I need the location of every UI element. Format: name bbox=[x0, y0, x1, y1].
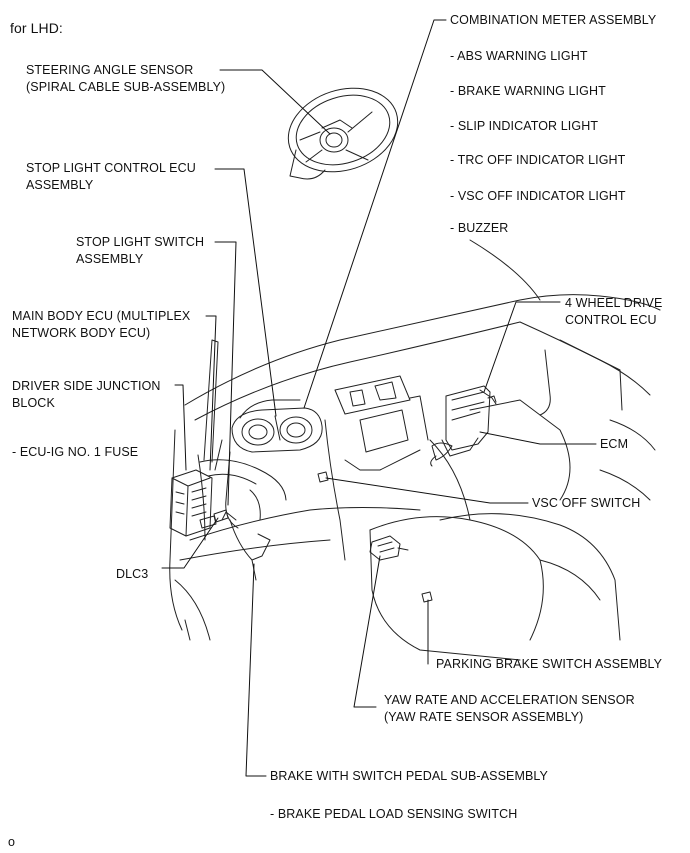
brake-pedal-drawing bbox=[221, 511, 271, 581]
vsc-switch-drawing bbox=[317, 471, 329, 483]
parking-brake-switch-label: PARKING BRAKE SWITCH ASSEMBLY bbox=[436, 657, 663, 671]
ecm-label: ECM bbox=[600, 437, 629, 451]
combination-meter-item-brake: - BRAKE WARNING LIGHT bbox=[450, 84, 606, 98]
yaw-rate-sensor-label: YAW RATE AND ACCELERATION SENSOR (YAW RA… bbox=[384, 692, 635, 726]
driver-side-junction-block-line-1: DRIVER SIDE JUNCTION bbox=[12, 379, 161, 393]
driver-side-junction-block-line-2: BLOCK bbox=[12, 396, 55, 410]
header-label: for LHD: bbox=[10, 20, 63, 36]
center-console-drawing bbox=[369, 513, 621, 661]
driver-side-junction-block-label: DRIVER SIDE JUNCTION BLOCK bbox=[12, 378, 161, 412]
combination-meter-label: COMBINATION METER ASSEMBLY bbox=[450, 13, 657, 27]
steering-angle-sensor-label: STEERING ANGLE SENSOR (SPIRAL CABLE SUB-… bbox=[26, 62, 225, 96]
yaw-rate-sensor-drawing bbox=[369, 535, 409, 561]
four-wd-control-ecu-line-1: 4 WHEEL DRIVE bbox=[565, 296, 663, 310]
brake-pedal-label: BRAKE WITH SWITCH PEDAL SUB-ASSEMBLY bbox=[270, 769, 548, 783]
combination-meter-drawing bbox=[231, 399, 323, 453]
stop-light-control-ecu-line-1: STOP LIGHT CONTROL ECU bbox=[26, 161, 196, 175]
combination-meter-item-trc: - TRC OFF INDICATOR LIGHT bbox=[450, 153, 626, 167]
main-body-ecu-label: MAIN BODY ECU (MULTIPLEX NETWORK BODY EC… bbox=[12, 308, 190, 342]
parking-brake-switch-drawing bbox=[421, 591, 433, 603]
stop-light-control-ecu-line-2: ASSEMBLY bbox=[26, 178, 94, 192]
dlc3-label: DLC3 bbox=[116, 567, 149, 581]
main-body-ecu-line-2: NETWORK BODY ECU) bbox=[12, 326, 151, 340]
yaw-rate-sensor-line-2: (YAW RATE SENSOR ASSEMBLY) bbox=[384, 710, 584, 724]
combination-meter-item-buzzer: - BUZZER bbox=[450, 221, 509, 235]
dlc3-drawing bbox=[213, 509, 229, 523]
yaw-rate-sensor-line-1: YAW RATE AND ACCELERATION SENSOR bbox=[384, 693, 635, 707]
brake-pedal-item-label: - BRAKE PEDAL LOAD SENSING SWITCH bbox=[270, 807, 518, 821]
combination-meter-item-vsc: - VSC OFF INDICATOR LIGHT bbox=[450, 189, 626, 203]
four-wd-control-ecu-line-2: CONTROL ECU bbox=[565, 313, 657, 327]
combination-meter-item-slip: - SLIP INDICATOR LIGHT bbox=[450, 119, 599, 133]
stop-light-control-ecu-label: STOP LIGHT CONTROL ECU ASSEMBLY bbox=[26, 160, 196, 194]
stop-light-switch-line-1: STOP LIGHT SWITCH bbox=[76, 235, 205, 249]
steering-wheel-drawing bbox=[287, 87, 399, 180]
steering-angle-sensor-line-2: (SPIRAL CABLE SUB-ASSEMBLY) bbox=[26, 80, 226, 94]
vsc-off-switch-label: VSC OFF SWITCH bbox=[532, 496, 641, 510]
ecu-ig-fuse-label: - ECU-IG NO. 1 FUSE bbox=[12, 445, 139, 459]
steering-angle-sensor-line-1: STEERING ANGLE SENSOR bbox=[26, 63, 194, 77]
main-body-ecu-line-1: MAIN BODY ECU (MULTIPLEX bbox=[12, 309, 191, 323]
stop-light-switch-line-2: ASSEMBLY bbox=[76, 252, 144, 266]
junction-block-drawing bbox=[169, 469, 217, 537]
stop-light-switch-label: STOP LIGHT SWITCH ASSEMBLY bbox=[76, 234, 204, 268]
combination-meter-item-abs: - ABS WARNING LIGHT bbox=[450, 49, 588, 63]
four-wd-control-ecu-label: 4 WHEEL DRIVE CONTROL ECU bbox=[565, 295, 662, 329]
ecu-ecm-drawing bbox=[430, 385, 497, 467]
dashboard-drawing bbox=[169, 239, 661, 641]
footer-mark: o bbox=[8, 835, 16, 849]
leader-lines bbox=[161, 19, 597, 777]
